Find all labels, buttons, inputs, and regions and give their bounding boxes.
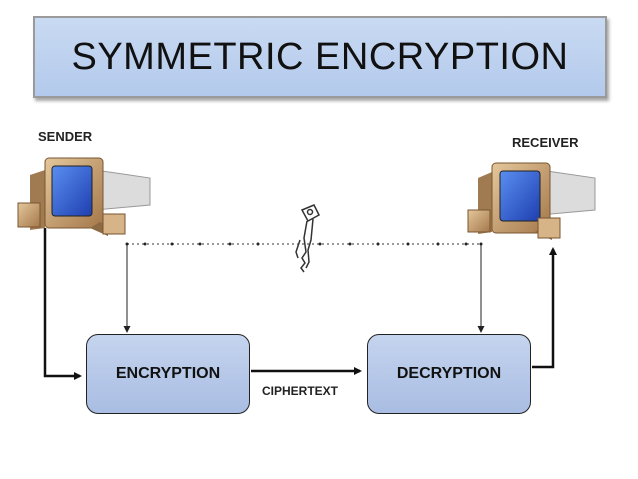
diagram-title: SYMMETRIC ENCRYPTION <box>71 35 569 78</box>
sender-label: SENDER <box>38 129 93 144</box>
receiver-computer-icon <box>467 162 596 240</box>
sender-computer-icon <box>17 157 151 236</box>
decryption-node: DECRYPTION <box>367 334 531 414</box>
title-banner: SYMMETRIC ENCRYPTION <box>33 16 607 98</box>
key-icon <box>295 204 320 273</box>
encryption-node: ENCRYPTION <box>86 334 250 414</box>
decryption-node-label: DECRYPTION <box>396 365 502 382</box>
sender-to-encryption-arrow <box>43 228 82 380</box>
decryption-to-receiver-arrow <box>532 247 557 369</box>
ciphertext-label: CIPHERTEXT <box>262 384 339 398</box>
encryption-node-label: ENCRYPTION <box>115 365 221 382</box>
receiver-label: RECEIVER <box>512 135 579 150</box>
